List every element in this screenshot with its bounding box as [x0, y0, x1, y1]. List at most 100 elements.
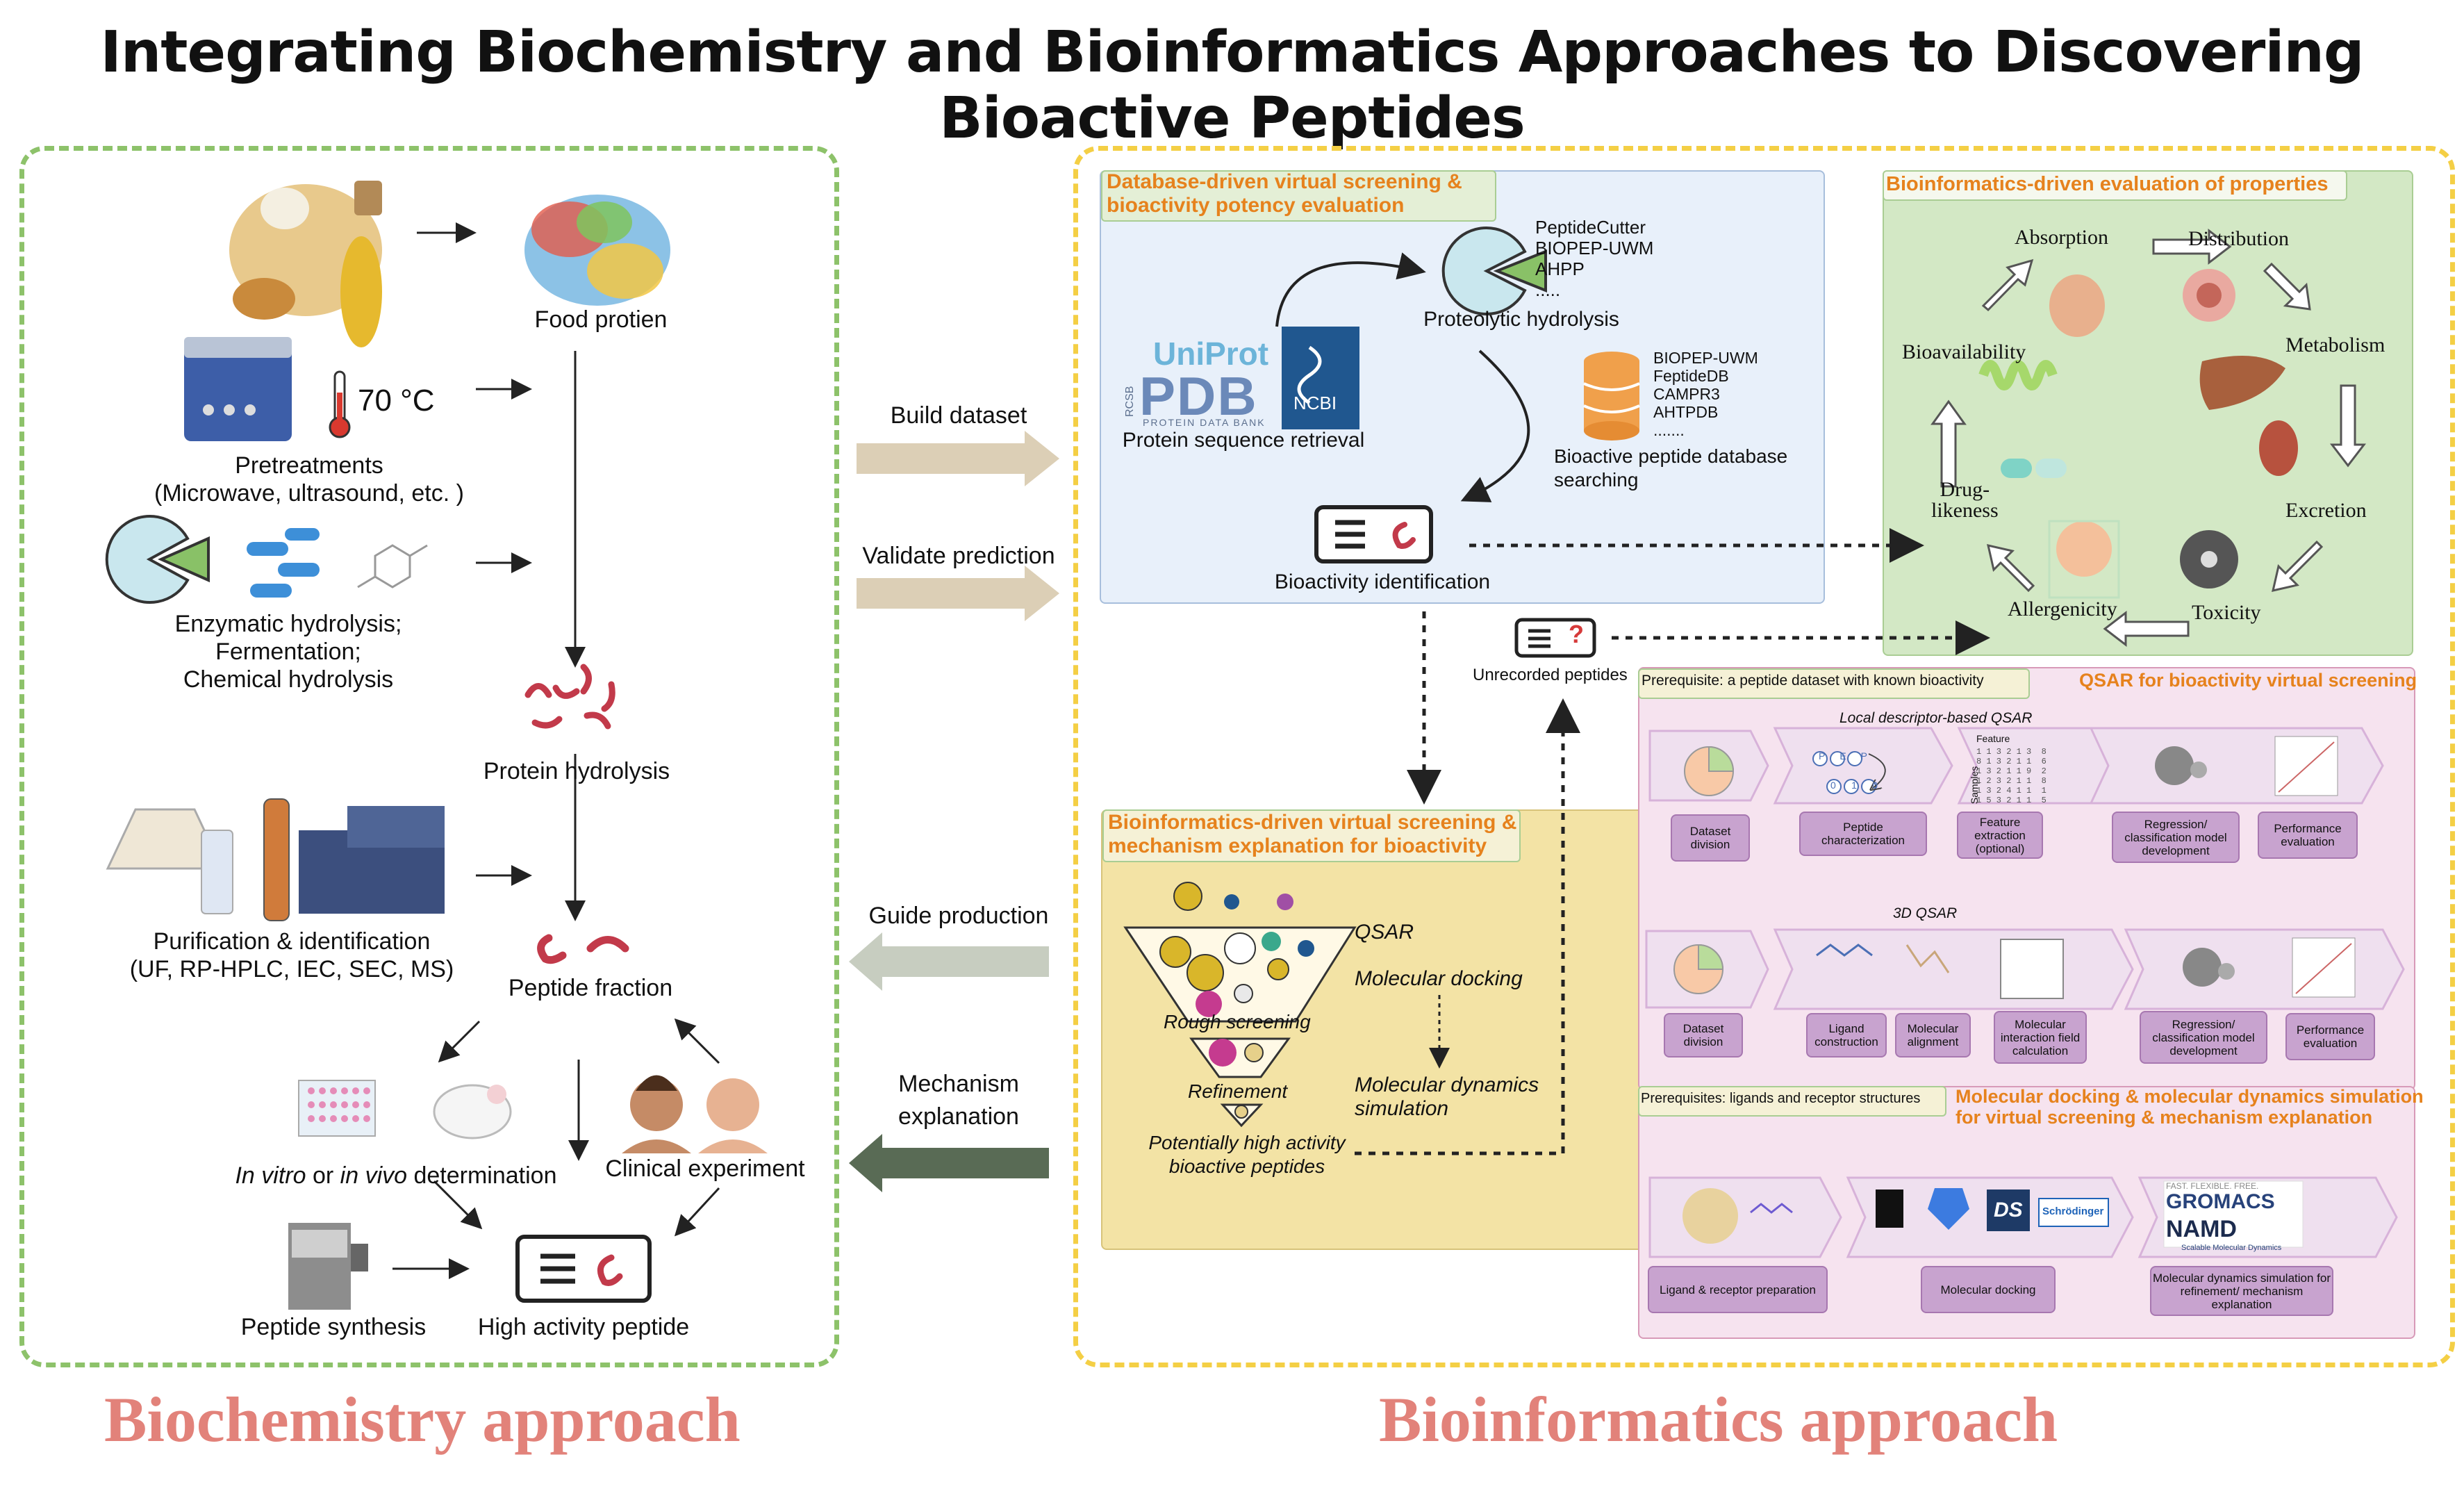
intestine-icon — [2049, 274, 2105, 337]
bioactive-db-line-2: searching — [1554, 469, 1639, 491]
qsar-prereq-box — [1638, 668, 2030, 699]
enzyme-icon — [105, 515, 210, 604]
vs-header-line-1: Bioinformatics-driven virtual screening … — [1108, 811, 1517, 834]
md-step-molecular-docking: Molecular docking — [1921, 1266, 2056, 1313]
namd-logo: NAMD — [2166, 1216, 2237, 1242]
chemical-structure-icon — [357, 544, 428, 588]
brain-gears-icon — [2155, 746, 2207, 785]
peptide-fraction-icon — [537, 934, 629, 964]
dashed-connectors — [1355, 528, 1990, 1155]
uniprot-logo: UniProt — [1153, 336, 1269, 372]
clinical-experiment-label: Clinical experiment — [605, 1155, 805, 1182]
microplate-icon — [298, 1080, 376, 1137]
pretreatments-label: Pretreatments — [235, 452, 383, 479]
biochemistry-panel — [19, 146, 839, 1367]
database-name: ....... — [1653, 421, 1685, 439]
screening-funnel-icon — [1123, 882, 1357, 1128]
cutter-tools-list: PeptideCutter BIOPEP-UWM AHPP ..... — [1535, 217, 1653, 300]
qsar3d-step-ligand-construction: Ligand construction — [1806, 1013, 1887, 1057]
md-prereq-box — [1638, 1086, 1946, 1117]
peptide-synthesis-label: Peptide synthesis — [240, 1314, 427, 1340]
ultrasonic-bath-icon — [184, 337, 292, 441]
in-vitro-vivo-label: In vitro or in vivo determination — [208, 1162, 584, 1190]
ncbi-logo: NCBI — [1293, 393, 1337, 413]
mouse-icon — [433, 1084, 512, 1139]
peptide-fraction-label: Peptide fraction — [508, 975, 673, 1001]
kidney-icon — [2259, 420, 2298, 476]
excretion-label: Excretion — [2285, 499, 2367, 522]
docking-ligand-icon — [1750, 1203, 1793, 1214]
left-flow-arrows — [392, 222, 720, 1279]
bioactive-db-label: Bioactive peptide database searching — [1554, 445, 1787, 492]
validate-prediction-label: Validate prediction — [862, 543, 1055, 569]
local-step-performance-evaluation: Performance evaluation — [2258, 812, 2358, 859]
db-header-line-1: Database-driven virtual screening & — [1107, 170, 1462, 193]
database-cylinder-icon — [1583, 352, 1640, 441]
proteolytic-hydrolysis-label: Proteolytic hydrolysis — [1423, 308, 1619, 331]
pep-character-icon — [1812, 751, 1876, 794]
bioactivity-identification-icon — [1314, 505, 1433, 563]
ds-logo: DS — [1994, 1199, 2023, 1221]
schrodinger-logo: Schrödinger — [2042, 1205, 2104, 1217]
result-line-2: bioactive peptides — [1168, 1155, 1325, 1177]
purification-equipment-icon — [106, 798, 445, 921]
validate-prediction-arrow — [857, 566, 1059, 621]
docking-software-icons — [1876, 1188, 2109, 1231]
in-vitro-text: In vitro — [235, 1162, 306, 1189]
namd-tagline: Scalable Molecular Dynamics — [2181, 1244, 2282, 1252]
cutter-tool: ..... — [1535, 279, 1561, 300]
pep-letter: E — [1839, 750, 1846, 762]
bioavailability-icon — [1978, 360, 2058, 390]
thermometer-icon — [329, 370, 351, 438]
local-qsar-label: Local descriptor-based QSAR — [1839, 710, 2033, 726]
local-step-dataset-division: Dataset division — [1671, 814, 1750, 862]
purification-label: Purification & identification — [153, 928, 431, 955]
qsar-label: QSAR — [1355, 921, 1414, 944]
pep-letter: P — [1819, 750, 1826, 762]
page-title: Integrating Biochemistry and Bioinformat… — [100, 19, 2364, 151]
qsar3d-step-mif-calculation: Molecular interaction field calculation — [1994, 1011, 2087, 1064]
db-header-box — [1101, 170, 1496, 222]
scatter-plot-3d-icon — [2292, 937, 2356, 998]
pill-icon — [2001, 459, 2067, 478]
qsar3d-label: 3D QSAR — [1893, 905, 1958, 921]
local-step-feature-extraction: Feature extraction (optional) — [1957, 812, 2043, 859]
drug-likeness-label: Drug- likeness — [1931, 479, 1999, 521]
bioinformatics-panel — [1073, 146, 2455, 1367]
md-line-1: Molecular dynamics — [1355, 1073, 1539, 1096]
refinement-label: Refinement — [1188, 1080, 1288, 1102]
hydrolysis-label-3: Chemical hydrolysis — [183, 666, 394, 693]
or-text: or — [306, 1162, 340, 1189]
qsar3d-step-molecular-alignment: Molecular alignment — [1895, 1013, 1971, 1057]
result-line-1: Potentially high activity — [1148, 1132, 1346, 1153]
in-vivo-text: in vivo — [340, 1162, 408, 1189]
toxicity-label: Toxicity — [2192, 601, 2261, 624]
md-label: Molecular dynamics simulation — [1355, 1073, 1539, 1121]
question-mark-icon: ? — [1569, 620, 1584, 648]
high-activity-peptide-icon — [515, 1235, 652, 1303]
bioinformatics-approach-label: Bioinformatics approach — [1379, 1384, 2058, 1455]
drug-likeness-line-1: Drug- — [1940, 478, 1990, 501]
distribution-label: Distribution — [2188, 227, 2290, 250]
scatter-plot-icon — [2274, 736, 2338, 796]
mechanism-explanation-arrow — [849, 1134, 1049, 1192]
pep-bit: 0 — [1830, 780, 1836, 791]
md-step-md-simulation: Molecular dynamics simulation for refine… — [2150, 1266, 2333, 1316]
local-step-peptide-characterization: Peptide characterization — [1799, 812, 1927, 856]
toxicity-icon — [2180, 530, 2238, 588]
properties-evaluation-box — [1883, 170, 2413, 656]
result-label: Potentially high activity bioactive pept… — [1125, 1131, 1369, 1178]
qsar3d-step-model-development: Regression/ classification model develop… — [2140, 1011, 2267, 1064]
high-activity-peptide-label: High activity peptide — [477, 1314, 690, 1340]
mechanism-label-1: Mechanism — [898, 1071, 1019, 1097]
protein-hydrolysis-label: Protein hydrolysis — [483, 758, 670, 784]
md-prereq: Prerequisites: ligands and receptor stru… — [1641, 1091, 1921, 1106]
absorption-label: Absorption — [2015, 226, 2108, 249]
pdb-logo: PDB — [1139, 365, 1258, 427]
cell-icon — [2183, 269, 2235, 322]
database-name: AHTPDB — [1653, 403, 1719, 421]
qsar-prereq: Prerequisite: a peptide dataset with kno… — [1642, 673, 1984, 689]
proteolytic-enzyme-icon — [1441, 227, 1547, 315]
